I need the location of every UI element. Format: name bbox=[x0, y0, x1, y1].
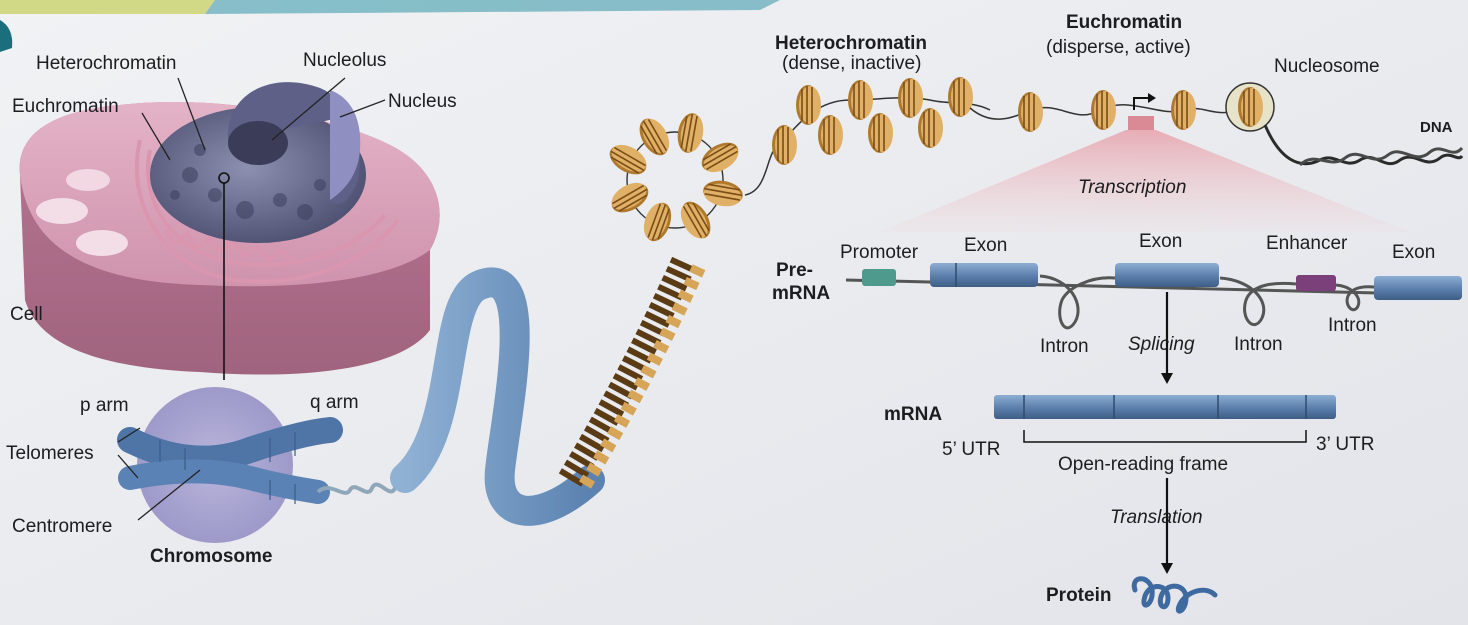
label-enhancer: Enhancer bbox=[1266, 233, 1348, 254]
label-nucleolus: Nucleolus bbox=[303, 50, 386, 71]
exon-segment-2 bbox=[1115, 263, 1219, 287]
label-pre-mrna-line1: Pre- bbox=[776, 260, 813, 281]
label-telomeres: Telomeres bbox=[6, 443, 94, 464]
label-euchromatin-sub: (disperse, active) bbox=[1046, 37, 1191, 58]
label-p-arm: p arm bbox=[80, 395, 129, 416]
label-pre-mrna-line2: mRNA bbox=[772, 283, 830, 304]
label-3-utr: 3’ UTR bbox=[1316, 434, 1374, 455]
label-exon-2: Exon bbox=[1139, 231, 1182, 252]
transcribed-gene-region bbox=[1128, 116, 1154, 130]
vesicle bbox=[66, 169, 110, 191]
label-exon-1: Exon bbox=[964, 235, 1007, 256]
label-intron-3: Intron bbox=[1328, 315, 1377, 336]
nucleolus bbox=[228, 121, 288, 165]
promoter-segment bbox=[862, 269, 896, 286]
vesicle bbox=[76, 230, 128, 256]
label-intron-2: Intron bbox=[1234, 334, 1283, 355]
label-splicing: Splicing bbox=[1128, 334, 1195, 355]
label-nucleus: Nucleus bbox=[388, 91, 457, 112]
label-translation: Translation bbox=[1110, 507, 1203, 528]
label-heterochromatin-sub: (dense, inactive) bbox=[782, 53, 921, 74]
label-euchromatin-title: Euchromatin bbox=[1066, 12, 1182, 33]
label-transcription: Transcription bbox=[1078, 177, 1186, 198]
label-heterochromatin-cell: Heterochromatin bbox=[36, 53, 176, 74]
label-chromosome: Chromosome bbox=[150, 546, 272, 567]
label-exon-3: Exon bbox=[1392, 242, 1435, 263]
label-mrna: mRNA bbox=[884, 404, 942, 425]
label-centromere: Centromere bbox=[12, 516, 112, 537]
label-dna: DNA bbox=[1420, 119, 1453, 136]
label-cell: Cell bbox=[10, 304, 43, 325]
exon-segment-3 bbox=[1374, 276, 1462, 300]
label-open-reading-frame: Open-reading frame bbox=[1058, 454, 1228, 475]
label-protein: Protein bbox=[1046, 585, 1111, 606]
label-heterochromatin-title: Heterochromatin bbox=[775, 33, 927, 54]
label-q-arm: q arm bbox=[310, 392, 359, 413]
vesicle bbox=[36, 198, 88, 224]
label-euchromatin-cell: Euchromatin bbox=[12, 96, 119, 117]
label-promoter: Promoter bbox=[840, 242, 919, 263]
exon-segment-1 bbox=[930, 263, 1038, 287]
enhancer-segment bbox=[1296, 275, 1336, 291]
label-nucleosome: Nucleosome bbox=[1274, 56, 1380, 77]
label-intron-1: Intron bbox=[1040, 336, 1089, 357]
page-edge-strip bbox=[0, 0, 215, 14]
label-5-utr: 5’ UTR bbox=[942, 439, 1000, 460]
